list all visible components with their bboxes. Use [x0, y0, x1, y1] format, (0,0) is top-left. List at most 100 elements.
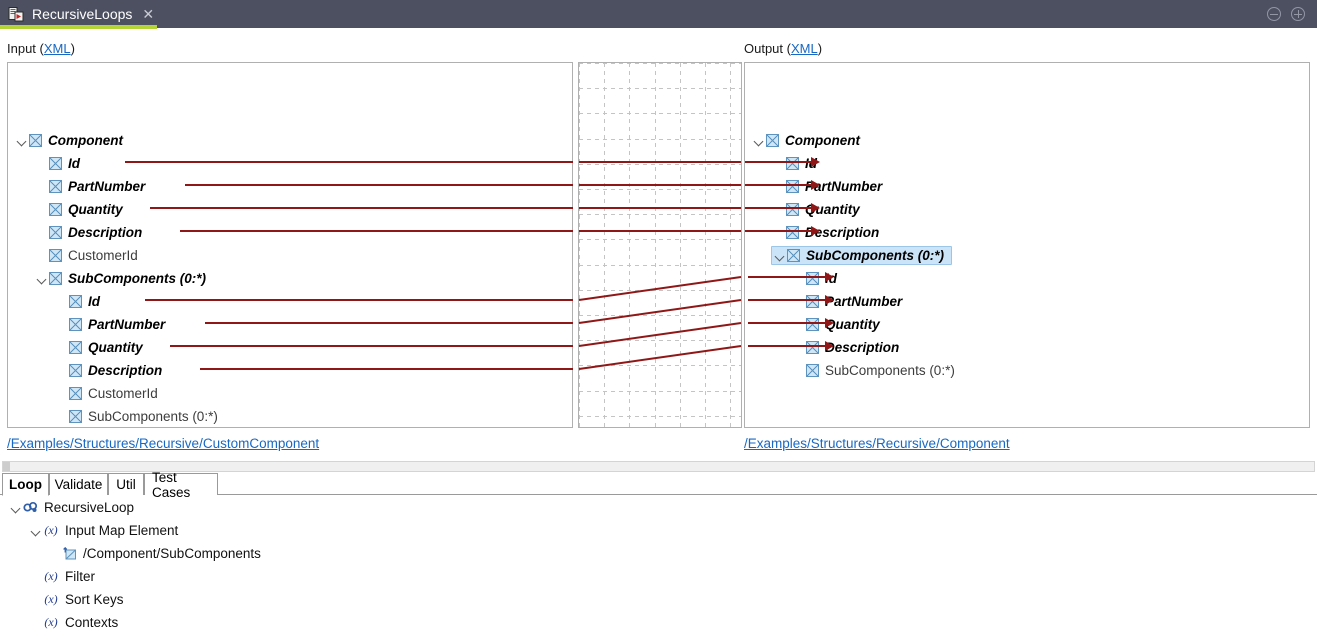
input-tree-row-customerid-5[interactable]: CustomerId — [8, 244, 572, 267]
tree-item-label: Id — [88, 294, 100, 309]
connector-grid-diagonal-2 — [578, 322, 742, 347]
input-header-prefix: Input ( — [7, 41, 44, 56]
output-xml-link[interactable]: XML — [790, 41, 818, 56]
minimize-icon[interactable] — [1267, 7, 1281, 21]
tab-accent-bar — [0, 25, 157, 29]
tree-item-label: CustomerId — [68, 248, 138, 263]
input-path-link[interactable]: /Examples/Structures/Recursive/CustomCom… — [7, 436, 320, 451]
input-tree-row-customerid-11[interactable]: CustomerId — [8, 382, 572, 405]
tree-item-label: Description — [68, 225, 143, 240]
tab-test-cases[interactable]: Test Cases — [144, 470, 218, 500]
loop-tree-row-contexts[interactable]: (x) Contexts — [30, 611, 118, 634]
loop-tree-label: RecursiveLoop — [44, 500, 135, 515]
output-tree-row-description-9[interactable]: Description — [745, 336, 1309, 359]
input-header-suffix: ) — [70, 41, 75, 56]
node-checkbox-icon[interactable] — [766, 134, 779, 147]
node-checkbox-icon[interactable] — [786, 203, 799, 216]
horizontal-scrollbar[interactable] — [2, 461, 1315, 472]
node-checkbox-icon[interactable] — [786, 157, 799, 170]
output-tree-row-partnumber-2[interactable]: PartNumber — [745, 175, 1309, 198]
output-tree-row-quantity-3[interactable]: Quantity — [745, 198, 1309, 221]
node-checkbox-icon[interactable] — [787, 249, 800, 262]
loop-tree-row-component-subcomponents[interactable]: /Component/SubComponents — [50, 542, 261, 565]
loop-icon — [23, 501, 38, 514]
chevron-down-icon[interactable] — [30, 524, 43, 537]
connector-grid-diagonal-3 — [578, 345, 742, 370]
input-tree-row-description-10[interactable]: Description — [8, 359, 572, 382]
tree-item-label: Quantity — [805, 202, 860, 217]
input-tree-row-id-1[interactable]: Id — [8, 152, 572, 175]
output-tree-row-subcomponents-0-10[interactable]: SubComponents (0:*) — [745, 359, 1309, 382]
input-tree-row-subcomponents-0-12[interactable]: SubComponents (0:*) — [8, 405, 572, 427]
input-tree-row-component-0[interactable]: Component — [8, 129, 572, 152]
node-checkbox-icon[interactable] — [806, 364, 819, 377]
input-tree-row-partnumber-8[interactable]: PartNumber — [8, 313, 572, 336]
grid-hline — [579, 265, 741, 266]
maximize-icon[interactable] — [1291, 7, 1305, 21]
tab-recursiveloops[interactable]: RecursiveLoops ✕ — [0, 0, 157, 29]
input-tree-row-subcomponents-0-6[interactable]: SubComponents (0:*) — [8, 267, 572, 290]
node-checkbox-icon[interactable] — [786, 226, 799, 239]
node-checkbox-icon[interactable] — [69, 410, 82, 423]
output-tree-panel[interactable]: ComponentIdPartNumberQuantityDescription… — [744, 62, 1310, 428]
node-checkbox-icon[interactable] — [806, 318, 819, 331]
mapping-grid-panel[interactable] — [578, 62, 742, 428]
connector-arrowhead-diagonal-1 — [825, 295, 834, 305]
document-arrow-icon — [8, 6, 24, 22]
output-path-link[interactable]: /Examples/Structures/Recursive/Component — [744, 436, 1010, 451]
output-tree-row-partnumber-7[interactable]: PartNumber — [745, 290, 1309, 313]
grid-hline — [579, 365, 741, 366]
output-tree-row-quantity-8[interactable]: Quantity — [745, 313, 1309, 336]
node-checkbox-icon[interactable] — [49, 226, 62, 239]
node-checkbox-icon[interactable] — [49, 180, 62, 193]
node-checkbox-icon[interactable] — [49, 157, 62, 170]
node-checkbox-icon[interactable] — [806, 295, 819, 308]
input-tree-row-quantity-9[interactable]: Quantity — [8, 336, 572, 359]
node-checkbox-icon[interactable] — [69, 295, 82, 308]
node-checkbox-icon[interactable] — [69, 364, 82, 377]
grid-vline — [730, 63, 731, 427]
loop-tree-row-filter[interactable]: (x)Filter — [30, 565, 95, 588]
grid-vline — [604, 63, 605, 427]
grid-hline — [579, 164, 741, 165]
tree-item-label: Quantity — [825, 317, 880, 332]
close-icon[interactable]: ✕ — [142, 6, 155, 22]
grid-hline — [579, 88, 741, 89]
input-xml-link[interactable]: XML — [43, 41, 71, 56]
output-tree-row-component-0[interactable]: Component — [745, 129, 1309, 152]
node-checkbox-icon[interactable] — [29, 134, 42, 147]
twisty-spacer — [30, 616, 43, 629]
chevron-down-icon[interactable] — [10, 501, 23, 514]
node-checkbox-icon[interactable] — [69, 341, 82, 354]
node-checkbox-icon[interactable] — [49, 249, 62, 262]
input-tree-row-quantity-3[interactable]: Quantity — [8, 198, 572, 221]
node-checkbox-icon[interactable] — [786, 180, 799, 193]
loop-tree-row-recursiveloop[interactable]: RecursiveLoop — [10, 496, 134, 519]
tab-loop[interactable]: Loop — [2, 473, 49, 496]
node-checkbox-icon[interactable] — [49, 272, 62, 285]
node-checkbox-icon[interactable] — [69, 387, 82, 400]
loop-tree-row-input-map-element[interactable]: (x)Input Map Element — [30, 519, 178, 542]
node-checkbox-icon[interactable] — [806, 341, 819, 354]
input-tree-row-partnumber-2[interactable]: PartNumber — [8, 175, 572, 198]
loop-tree-label: Input Map Element — [65, 523, 179, 538]
loop-tree-row-sort-keys[interactable]: (x)Sort Keys — [30, 588, 123, 611]
loop-property-tree[interactable]: RecursiveLoop(x)Input Map Element/Compon… — [0, 496, 1317, 642]
scrollbar-thumb[interactable] — [3, 462, 10, 471]
output-tree-row-subcomponents-0-5[interactable]: SubComponents (0:*) — [745, 244, 1309, 267]
grid-hline — [579, 315, 741, 316]
node-checkbox-icon[interactable] — [806, 272, 819, 285]
tab-util[interactable]: Util — [108, 473, 144, 495]
input-tree-row-id-7[interactable]: Id — [8, 290, 572, 313]
grid-hline — [579, 189, 741, 190]
input-tree-row-description-4[interactable]: Description — [8, 221, 572, 244]
fx-icon: (x) — [44, 615, 58, 629]
node-wrap: SubComponents (0:*) — [793, 363, 957, 378]
tab-validate[interactable]: Validate — [49, 473, 108, 495]
node-checkbox-icon[interactable] — [49, 203, 62, 216]
output-tree-row-description-4[interactable]: Description — [745, 221, 1309, 244]
loop-tree-label: Contexts — [65, 615, 119, 630]
node-checkbox-icon[interactable] — [69, 318, 82, 331]
